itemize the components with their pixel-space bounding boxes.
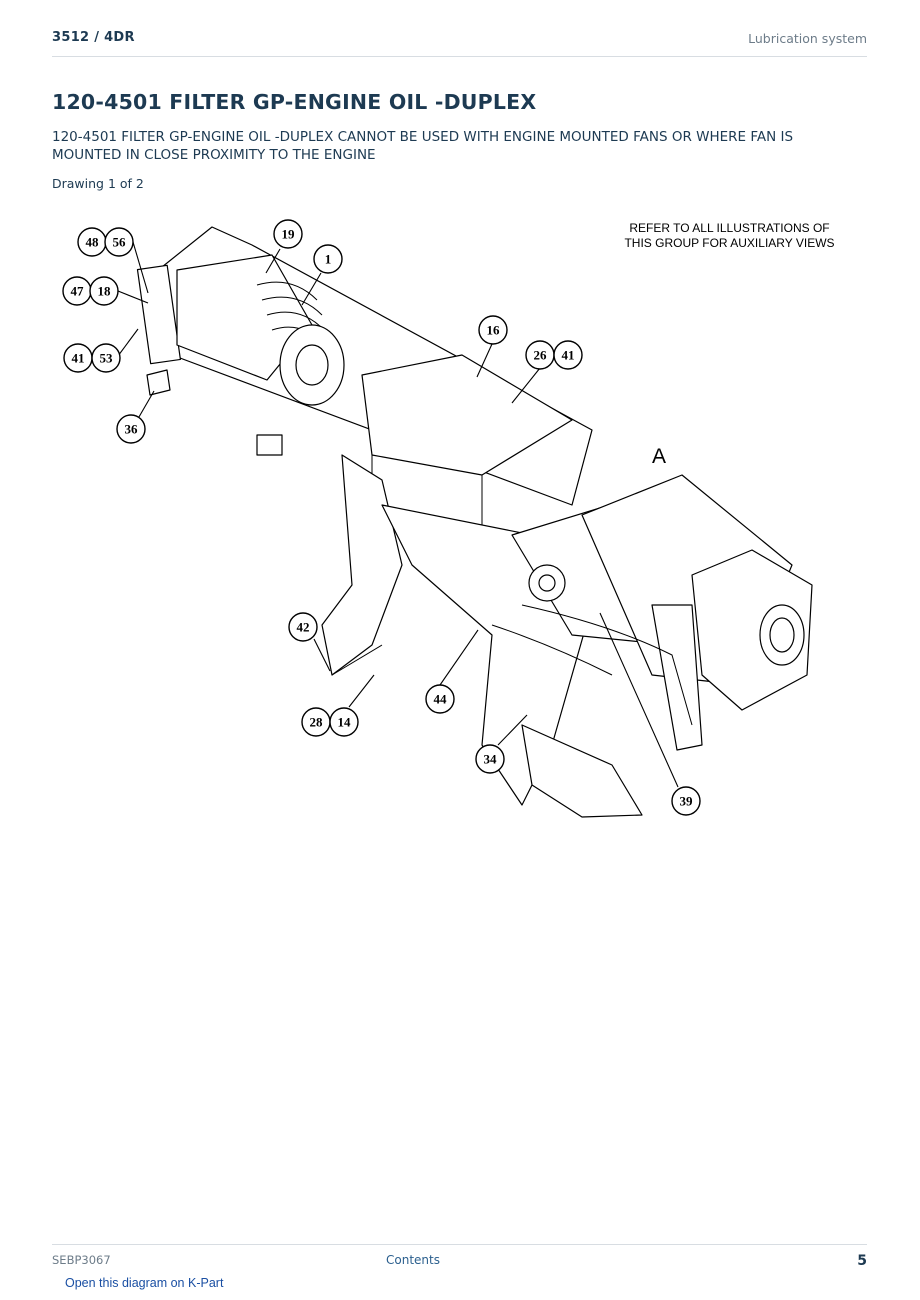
page-title: 120-4501 FILTER GP-ENGINE OIL -DUPLEX: [52, 90, 537, 114]
footer-divider: [52, 1244, 867, 1245]
svg-text:26: 26: [534, 348, 548, 363]
mounting-bracket-drawing: [321, 454, 813, 818]
svg-text:36: 36: [125, 422, 139, 437]
svg-text:28: 28: [310, 715, 324, 730]
callout-1: 1: [313, 244, 343, 274]
callout-16: 16: [478, 315, 508, 345]
callout-47: 47: [62, 276, 92, 306]
callout-14: 14: [329, 707, 359, 737]
svg-text:44: 44: [434, 692, 448, 707]
callout-28: 28: [301, 707, 331, 737]
svg-text:41: 41: [562, 348, 575, 363]
refer-note: REFER TO ALL ILLUSTRATIONS OF THIS GROUP…: [612, 221, 847, 251]
svg-text:39: 39: [680, 794, 694, 809]
page-subtitle: 120-4501 FILTER GP-ENGINE OIL -DUPLEX CA…: [52, 129, 794, 163]
svg-text:1: 1: [325, 252, 332, 267]
filter-housing-drawing: [136, 226, 593, 530]
svg-text:14: 14: [338, 715, 352, 730]
svg-text:34: 34: [484, 752, 498, 767]
callout-53: 53: [91, 343, 121, 373]
document-code: SEBP3067: [52, 1253, 111, 1267]
callout-41-left: 41: [63, 343, 93, 373]
refer-note-line-1: REFER TO ALL ILLUSTRATIONS OF: [629, 221, 830, 235]
view-label-a: A: [652, 445, 666, 468]
drawing-label: Drawing 1 of 2: [52, 176, 144, 191]
contents-link[interactable]: Contents: [386, 1253, 440, 1267]
callout-39: 39: [671, 786, 701, 816]
model-label: 3512 / 4DR: [52, 30, 135, 45]
leader-lines: [117, 241, 679, 788]
svg-text:53: 53: [100, 351, 114, 366]
refer-note-line-2: THIS GROUP FOR AUXILIARY VIEWS: [624, 236, 835, 250]
svg-text:16: 16: [487, 323, 501, 338]
svg-text:18: 18: [98, 284, 112, 299]
open-k-part-link[interactable]: Open this diagram on K-Part: [65, 1276, 224, 1290]
diagram-illustration: 48 56 19 1 47 18 41 53 36 16 26 41 42 28…: [62, 219, 813, 818]
parts-diagram: 48 56 19 1 47 18 41 53 36 16 26 41 42 28…: [52, 205, 872, 835]
section-label: Lubrication system: [748, 31, 867, 46]
svg-text:19: 19: [282, 227, 296, 242]
svg-text:41: 41: [72, 351, 85, 366]
svg-text:48: 48: [86, 235, 100, 250]
callout-34: 34: [475, 744, 505, 774]
page-number: 5: [857, 1253, 867, 1269]
callout-19: 19: [273, 219, 303, 249]
callout-26: 26: [525, 340, 555, 370]
callout-42: 42: [288, 612, 318, 642]
callout-36: 36: [116, 414, 146, 444]
page-header: 3512 / 4DR Lubrication system: [52, 28, 867, 57]
callout-48: 48: [77, 227, 107, 257]
callout-56: 56: [104, 227, 134, 257]
callout-44: 44: [425, 684, 455, 714]
svg-text:47: 47: [71, 284, 85, 299]
callout-18: 18: [89, 276, 119, 306]
callout-41-right: 41: [553, 340, 583, 370]
svg-text:56: 56: [113, 235, 127, 250]
svg-text:42: 42: [297, 620, 310, 635]
